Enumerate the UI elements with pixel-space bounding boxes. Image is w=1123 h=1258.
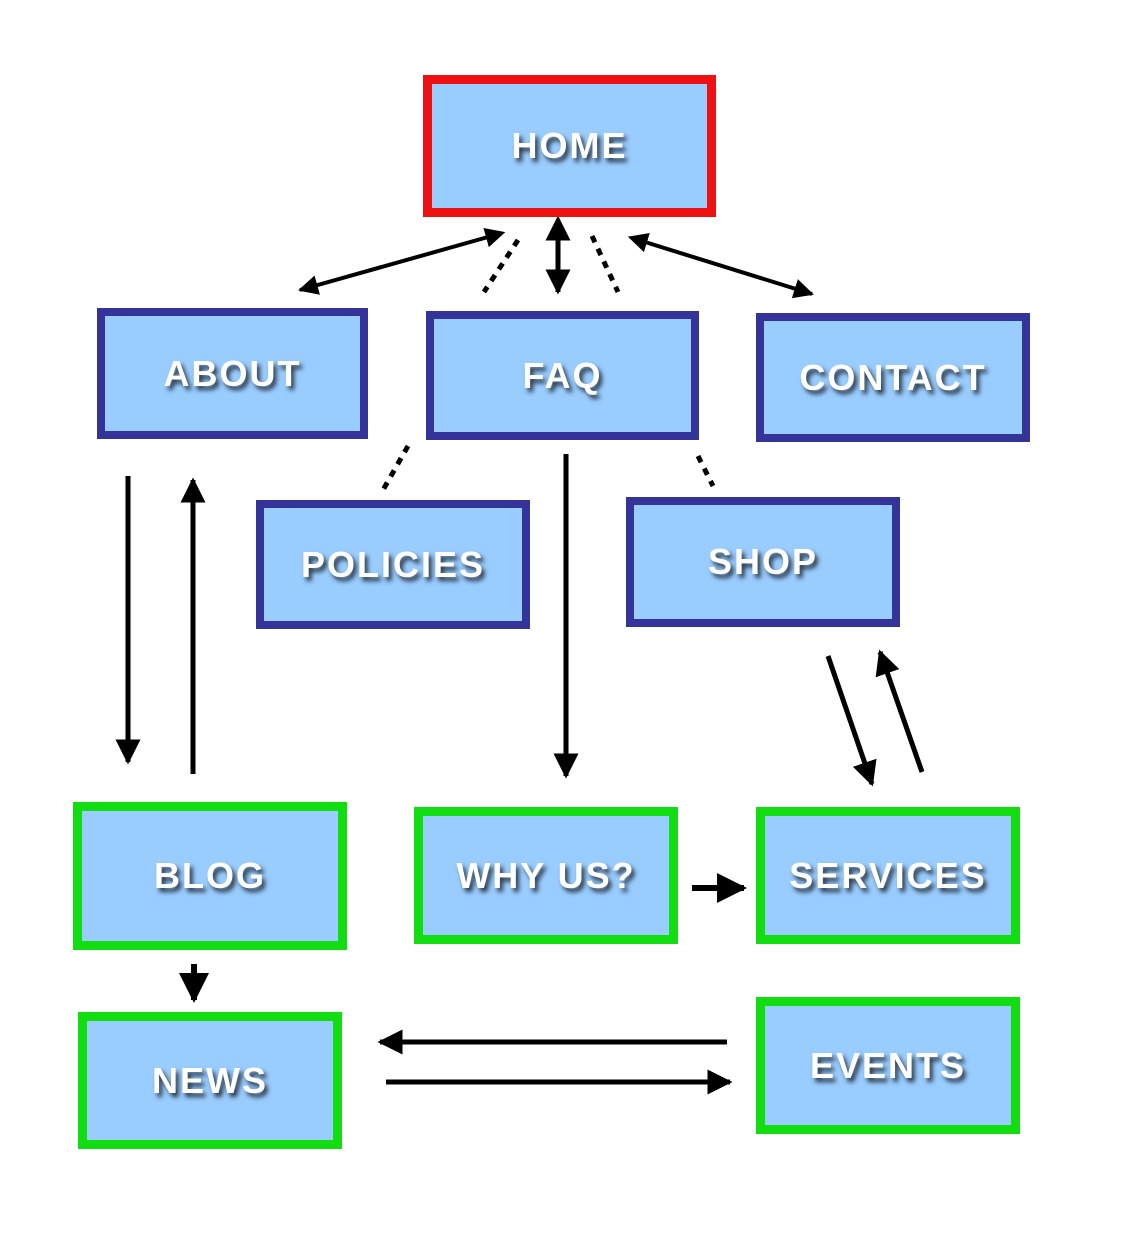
home-about-arrow [298,227,506,295]
node-faq-label: FAQ [522,355,603,396]
node-why-us-label: WHY US? [456,854,636,896]
faq-policies-dotted [380,444,411,492]
node-services-label: SERVICES [789,854,987,896]
node-contact-label: CONTACT [799,356,987,398]
home-faq-dotted-right [589,234,621,294]
node-services: SERVICES [756,807,1020,944]
node-about: ABOUT [97,308,368,439]
node-news-label: NEWS [152,1059,268,1101]
node-why-us: WHY US? [414,807,678,944]
node-blog: BLOG [73,802,347,950]
node-contact: CONTACT [756,313,1030,442]
node-home-label: HOME [511,125,628,166]
node-faq: FAQ [426,311,699,440]
services-shop-arrow [875,649,925,773]
node-blog-label: BLOG [154,855,266,896]
node-news: NEWS [78,1012,342,1149]
node-shop-label: SHOP [707,541,819,582]
node-shop: SHOP [626,497,900,627]
home-faq-dotted-left [481,238,521,294]
node-events-label: EVENTS [809,1044,967,1086]
shop-services-arrow [825,655,877,787]
faq-shop-dotted [695,454,716,488]
node-about-label: ABOUT [163,352,302,394]
home-contact-arrow [627,233,814,299]
node-policies-label: POLICIES [300,543,486,585]
node-policies: POLICIES [256,500,530,629]
node-home: HOME [423,75,716,217]
node-events: EVENTS [756,997,1020,1134]
